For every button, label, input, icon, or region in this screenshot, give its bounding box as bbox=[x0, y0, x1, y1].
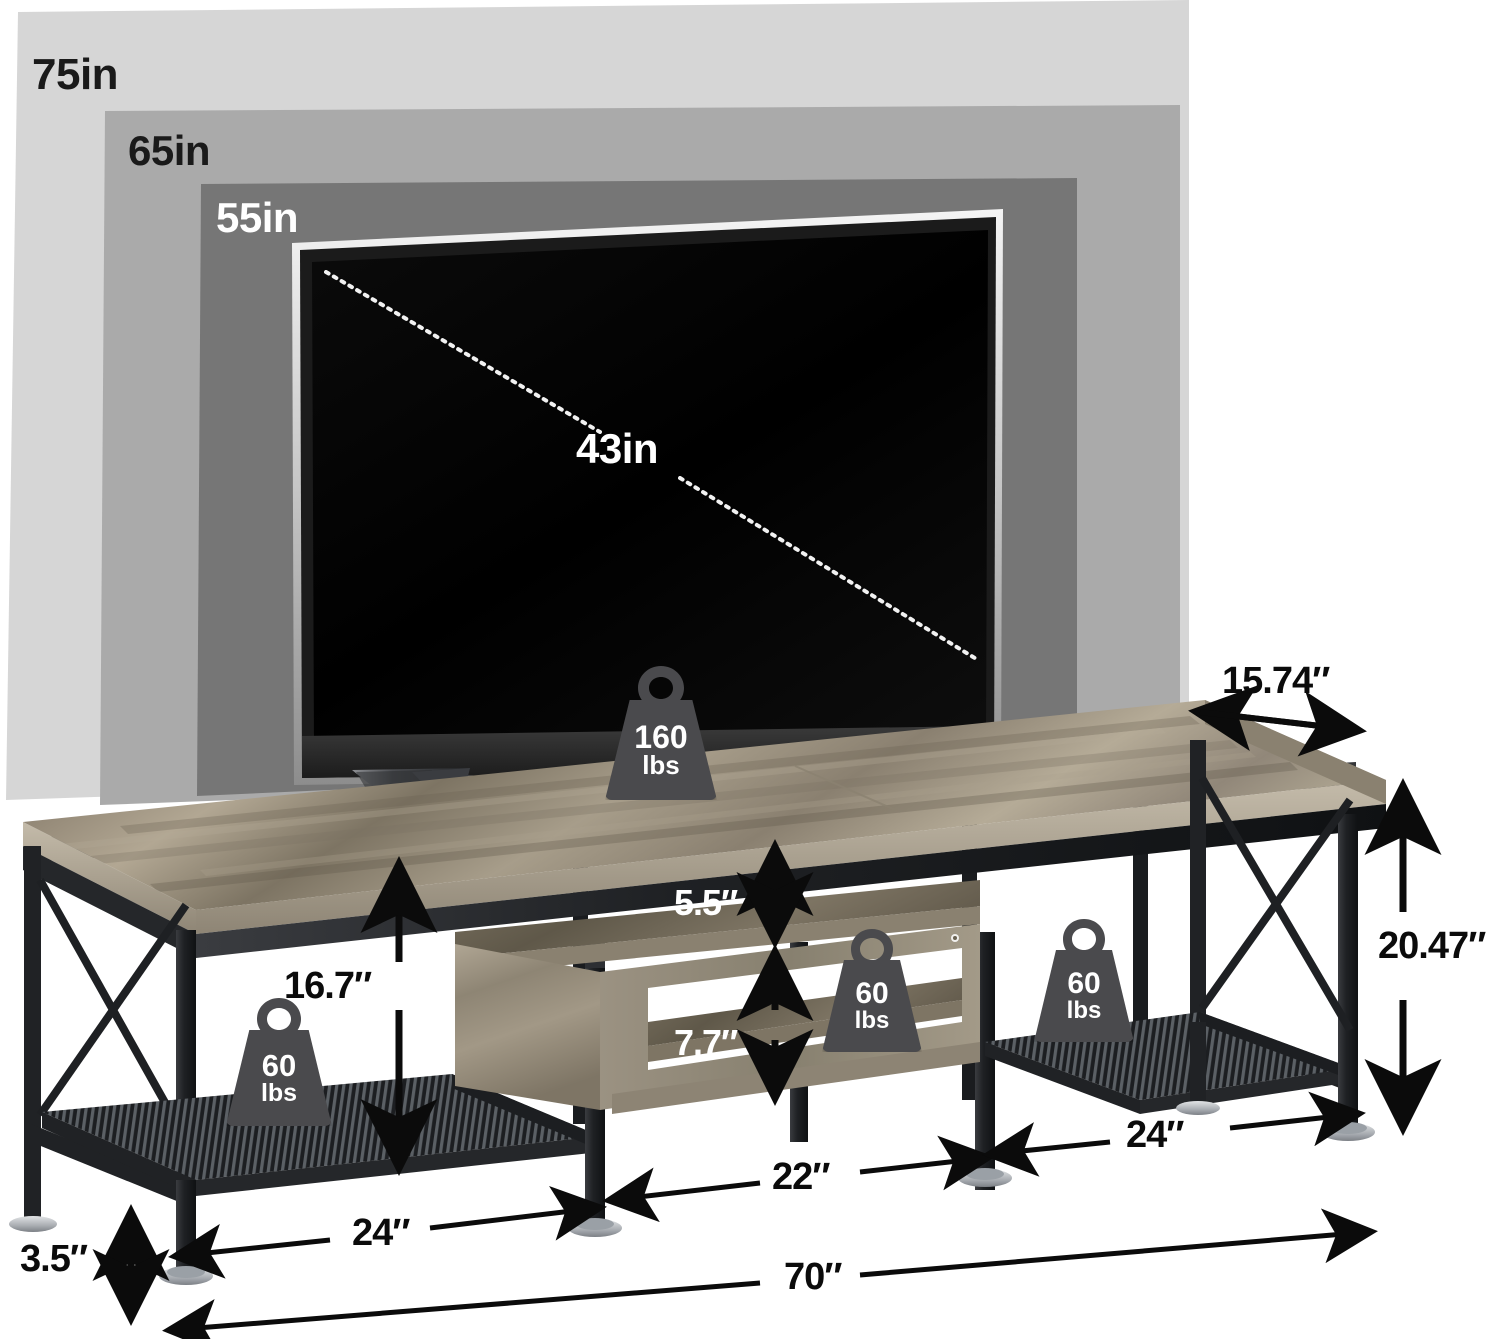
dimension-label-leg-clearance: 3.5″ bbox=[20, 1238, 88, 1280]
arrow-right-bay-width bbox=[982, 1091, 1366, 1177]
weight-value: 60 bbox=[261, 1048, 297, 1084]
weight-ring-icon bbox=[638, 666, 684, 708]
weight-unit: lbs bbox=[1066, 996, 1102, 1024]
tv-size-label-75in: 75in bbox=[32, 50, 119, 99]
weight-badge-right-shelf-capacity: 60 lbs bbox=[1034, 919, 1134, 1042]
weight-unit: lbs bbox=[642, 749, 680, 780]
weight-badge-center-shelf-capacity: 60 lbs bbox=[822, 929, 922, 1052]
arrow-depth bbox=[1188, 685, 1367, 757]
arrow-overall-width bbox=[162, 1208, 1378, 1339]
dimension-label-lower-shelf-clearance: 7.7″ bbox=[674, 1022, 738, 1063]
left-mesh-shelf bbox=[42, 1074, 600, 1196]
dimension-label-left-bay-width: 24″ bbox=[352, 1212, 410, 1254]
tv-size-label-65in: 65in bbox=[128, 127, 211, 174]
weight-value: 160 bbox=[634, 719, 688, 756]
weight-unit: lbs bbox=[854, 1006, 890, 1034]
dimension-label-upper-shelf-clearance: 5.5″ bbox=[674, 882, 738, 923]
weight-ring-icon bbox=[257, 998, 301, 1038]
dimension-label-overall-width: 70″ bbox=[784, 1256, 842, 1298]
weight-ring-icon bbox=[1063, 919, 1105, 958]
dimension-label-left-bay-clearance: 16.7″ bbox=[284, 965, 372, 1007]
weight-badge-left-shelf-capacity: 60 lbs bbox=[226, 998, 332, 1126]
dimension-label-right-bay-width: 24″ bbox=[1126, 1114, 1184, 1156]
dimension-label-height: 20.47″ bbox=[1378, 925, 1486, 967]
tv-screen-size-label: 43in bbox=[576, 425, 659, 472]
dimension-label-center-bay-width: 22″ bbox=[772, 1156, 830, 1198]
weight-badge-top-capacity: 160 lbs bbox=[605, 666, 717, 800]
arrow-left-bay-width bbox=[168, 1186, 607, 1279]
arrow-center-bay-width bbox=[602, 1135, 995, 1223]
weight-unit: lbs bbox=[260, 1078, 298, 1107]
weight-value: 60 bbox=[855, 977, 889, 1011]
dimension-label-depth: 15.74″ bbox=[1222, 660, 1330, 702]
weight-ring-icon bbox=[851, 929, 893, 968]
weight-value: 60 bbox=[1067, 967, 1101, 1001]
tv-size-label-55in: 55in bbox=[216, 194, 299, 241]
